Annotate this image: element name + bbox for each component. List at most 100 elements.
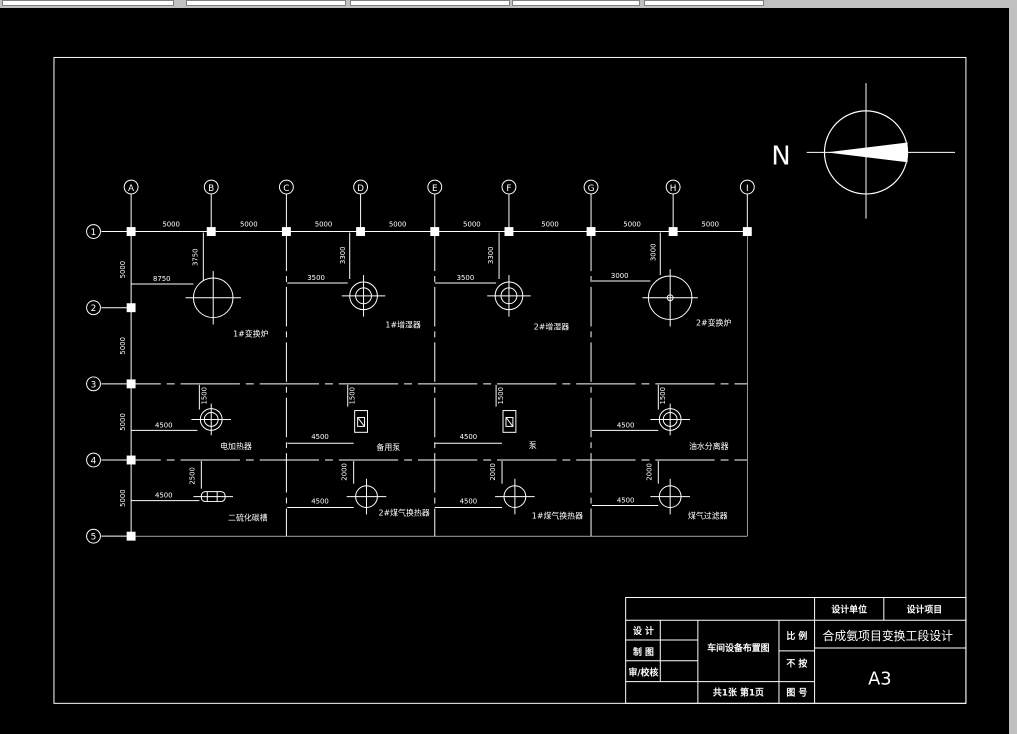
cs2-tank-icon (193, 491, 233, 503)
dim-2000-a: 2000 (341, 463, 349, 481)
grid-col-bubble-I (739, 179, 755, 195)
dim-1500-b: 1500 (349, 387, 357, 405)
grid-col-label-F: F (506, 184, 511, 194)
grid-col-label-B: B (208, 184, 214, 194)
label-shift-furnace-1: 1#变换炉 (233, 328, 268, 338)
dim-4500-r4-b: 4500 (311, 498, 329, 506)
tb-drawing-name: 车间设备布置图 (707, 642, 769, 654)
grid-row-bubble-3 (86, 376, 101, 392)
label-electric-heater: 电加热器 (220, 441, 252, 451)
grid-node-A3 (126, 379, 136, 389)
dim-4500-r3-d: 4500 (617, 421, 635, 429)
toolbar-field[interactable] (512, 0, 640, 6)
dim-3750: 3750 (191, 248, 199, 266)
toolbar-field[interactable] (2, 0, 174, 6)
label-standby-pump: 备用泵 (376, 442, 400, 452)
tb-design-project: 设计项目 (907, 603, 943, 615)
grid-row-bubble-2 (86, 300, 101, 316)
dim-4500-r3-c: 4500 (460, 433, 478, 441)
label-pump: 泵 (529, 441, 537, 450)
row-spacing-label: 5000 (119, 413, 127, 431)
shift-furnace-2-icon (642, 269, 698, 327)
grid-node-D1 (356, 227, 366, 236)
dim-4500-r4-c: 4500 (460, 498, 478, 506)
canvas-background (5, 8, 1004, 734)
dim-1500-c: 1500 (497, 387, 505, 405)
col-spacing-label: 5000 (240, 221, 258, 229)
dim-4500-r4-d: 4500 (617, 497, 635, 505)
humidifier-1-icon (341, 275, 386, 317)
dim-3500-b: 3500 (457, 274, 475, 282)
dim-3300-a: 3300 (339, 246, 347, 264)
label-humidifier-2: 2#增湿器 (534, 321, 569, 331)
label-humidifier-1: 1#增湿器 (385, 319, 420, 329)
row-spacing-label: 5000 (119, 489, 127, 507)
grid-col-label-D: D (357, 184, 364, 194)
toolbar-field[interactable] (644, 0, 764, 6)
grid-row-label-3: 3 (91, 380, 97, 390)
tb-drawing: 制 图 (633, 646, 654, 658)
grid-col-bubble-A (123, 179, 139, 195)
pump-icon (502, 410, 517, 433)
shift-furnace-1-icon (185, 271, 241, 325)
dim-4500-r3-a: 4500 (155, 421, 173, 429)
dim-2000-c: 2000 (645, 463, 653, 481)
dim-2000-b: 2000 (489, 463, 497, 481)
grid-col-bubble-C (278, 179, 294, 195)
electric-heater-icon (191, 403, 232, 436)
col-spacing-label: 5000 (623, 221, 641, 229)
grid-node-A2 (126, 303, 136, 313)
col-spacing-label: 5000 (389, 221, 407, 229)
grid-col-label-A: A (128, 184, 135, 194)
grid-node-B1 (206, 227, 216, 236)
grid-node-F1 (504, 227, 514, 236)
grid-node-E1 (430, 227, 440, 236)
row-spacing-label: 5000 (119, 337, 127, 355)
window-top-strip (0, 0, 1017, 8)
grid-col-bubble-D (353, 179, 369, 195)
grid-node-I1 (742, 227, 752, 236)
tb-drawing-number: 图 号 (786, 687, 807, 698)
grid-row-bubble-5 (86, 528, 101, 544)
grid-col-bubble-H (665, 179, 681, 195)
dim-4500-r3-b: 4500 (311, 433, 329, 441)
drawing-frame (53, 56, 967, 704)
grid-row-bubble-1 (86, 224, 101, 239)
tb-design: 设 计 (633, 625, 654, 637)
label-gas-exchanger-1: 1#煤气换热器 (532, 510, 583, 520)
tb-sheet-info: 共1张 第1页 (713, 686, 764, 698)
tb-review: 审/校核 (629, 667, 659, 679)
tb-paper-size: A3 (868, 669, 892, 690)
gas-exchanger-1-icon (495, 478, 535, 515)
grid-col-label-C: C (283, 184, 289, 194)
col-spacing-label: 5000 (463, 221, 481, 229)
grid-col-bubble-E (427, 179, 443, 195)
vertical-scrollbar[interactable] (1009, 8, 1017, 734)
equipment-layer: 1#变换炉 1#增湿器 2#增湿器 2#变换炉 (185, 269, 731, 522)
dim-4500-r4-a: 4500 (155, 492, 173, 500)
label-oil-water-separator: 油水分离器 (689, 441, 729, 451)
label-shift-furnace-2: 2#变换炉 (696, 318, 731, 328)
grid-col-label-I: I (746, 184, 749, 194)
title-block (625, 597, 967, 704)
dim-3300-b: 3300 (487, 246, 495, 264)
toolbar-field[interactable] (186, 0, 346, 6)
oil-water-separator-icon (650, 403, 690, 436)
north-compass-icon: N (771, 83, 956, 219)
grid-node-A1 (126, 227, 136, 236)
gas-exchanger-2-icon (346, 478, 387, 515)
label-cs2-tank: 二硫化碳槽 (228, 512, 268, 522)
row-spacing-label: 5000 (119, 261, 127, 279)
grid-row-label-1: 1 (91, 228, 97, 238)
dim-1500-a: 1500 (200, 387, 208, 405)
tb-design-unit: 设计单位 (831, 603, 867, 615)
col-spacing-label: 5000 (162, 221, 180, 229)
tb-project-title: 合成氨项目变换工段设计 (823, 629, 954, 643)
grid-col-label-E: E (432, 184, 438, 194)
toolbar-field[interactable] (350, 0, 510, 6)
grid-row-label-5: 5 (91, 533, 97, 543)
col-spacing-label: 5000 (701, 221, 719, 229)
grid-row-label-4: 4 (91, 456, 97, 466)
